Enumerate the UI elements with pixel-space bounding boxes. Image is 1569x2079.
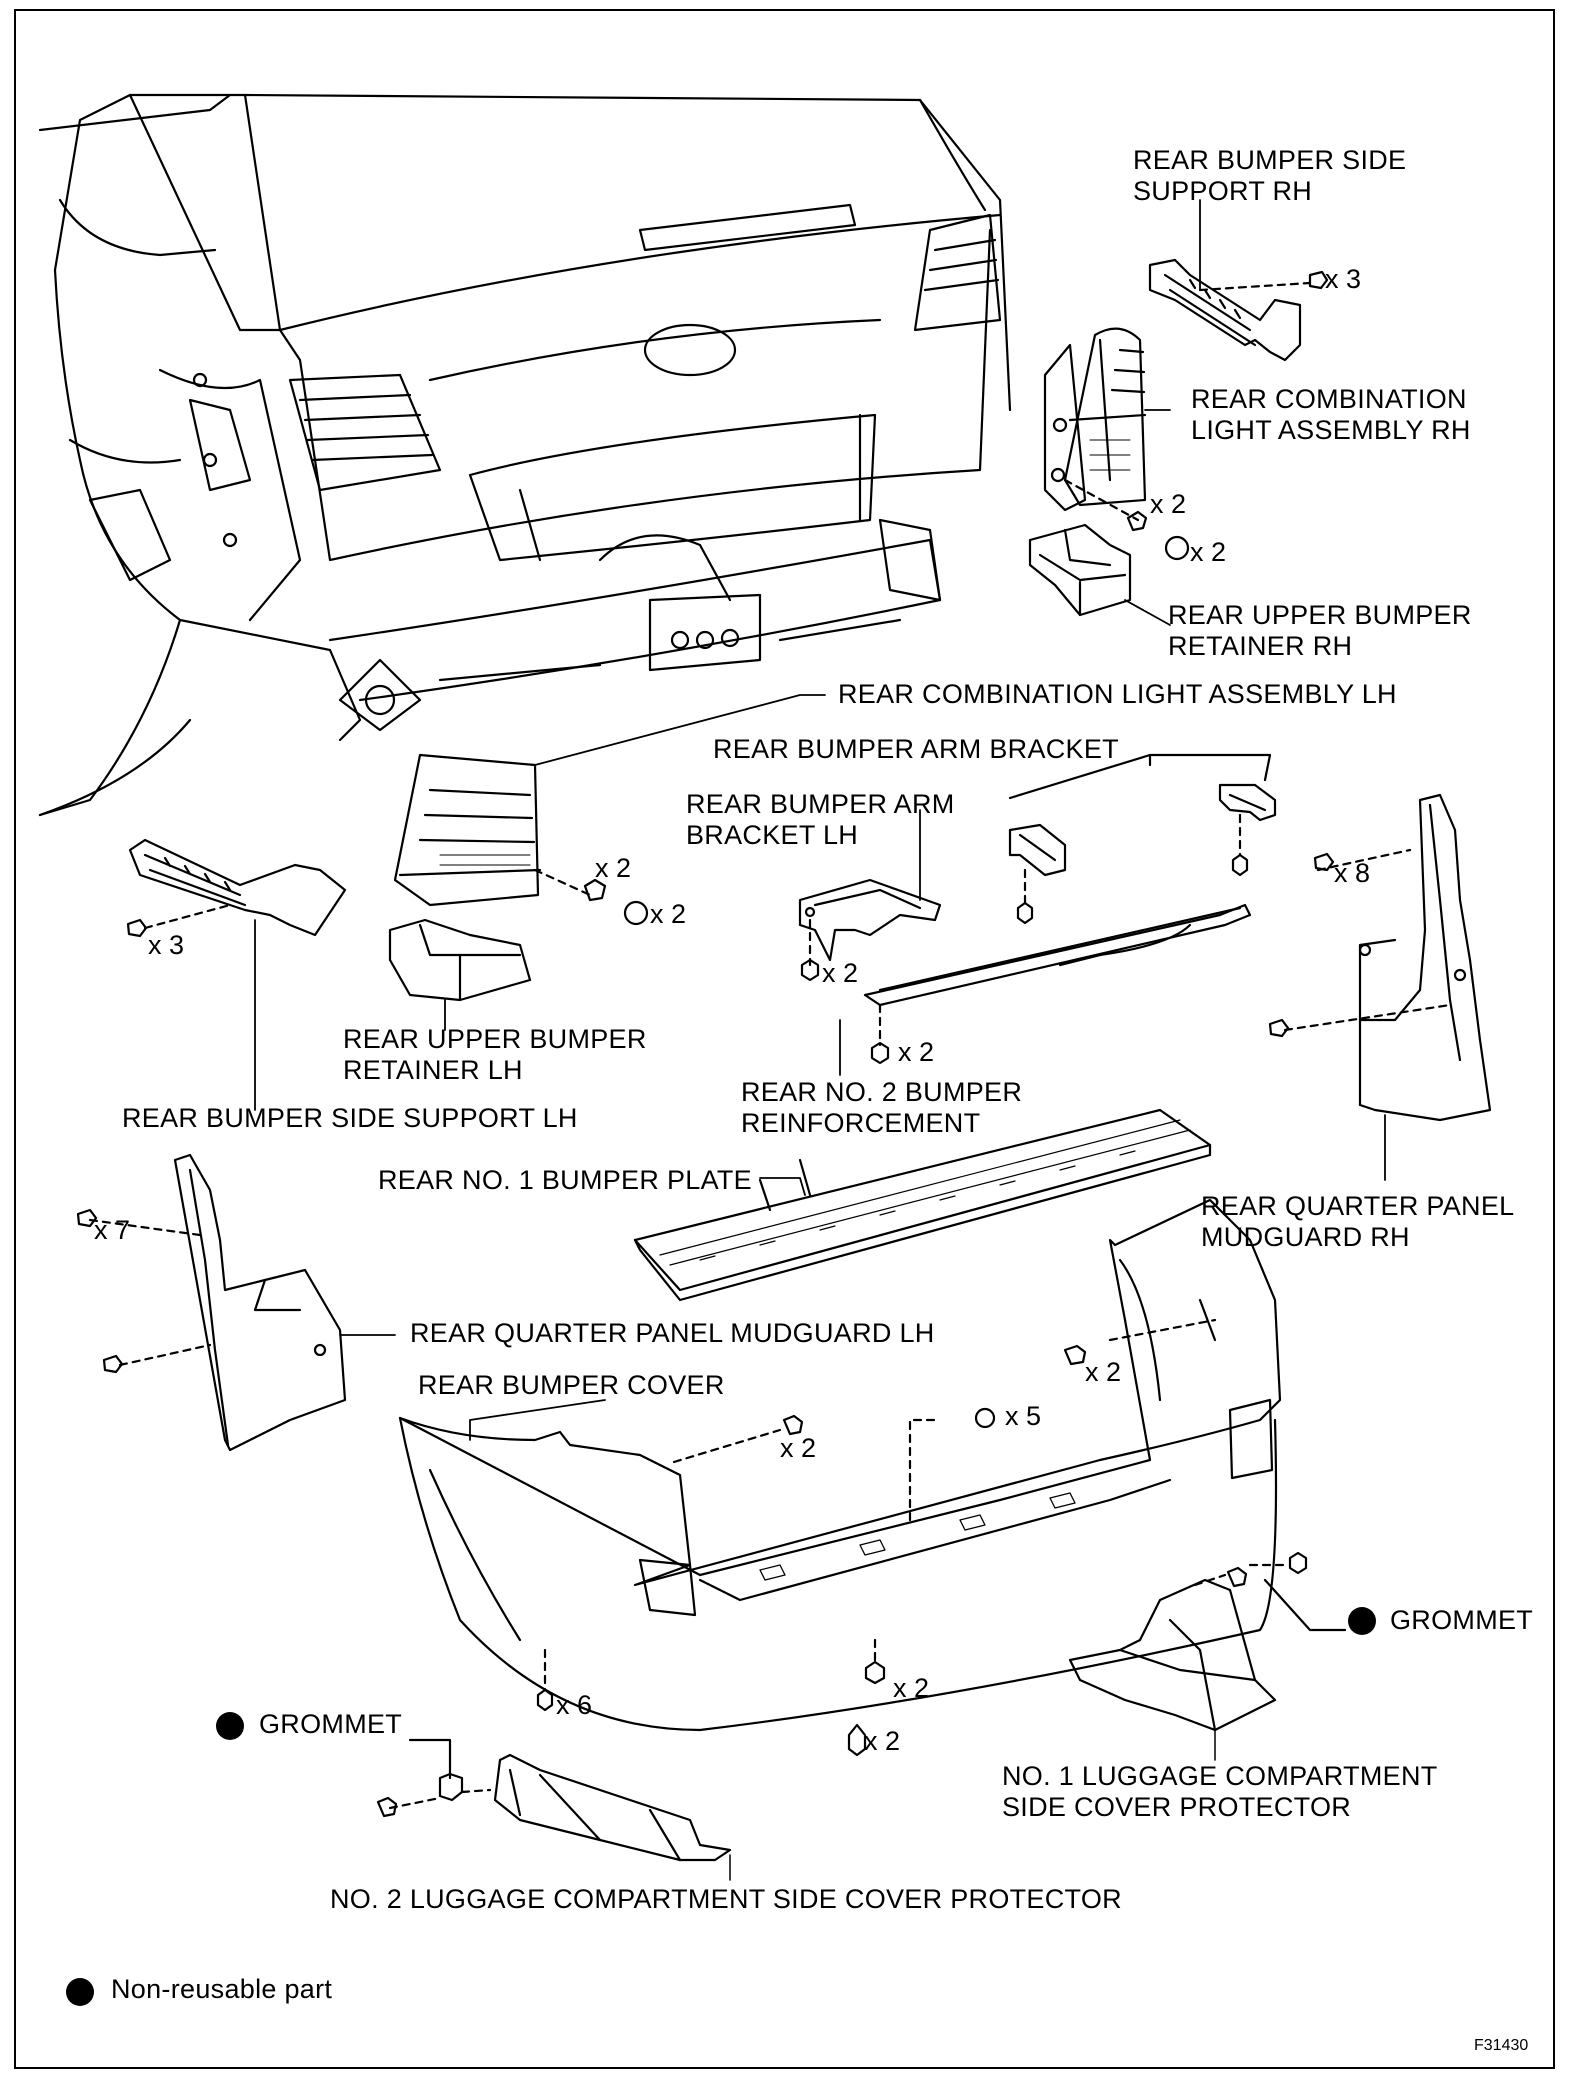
side-support-rh-part [1148, 258, 1329, 362]
qty-light-rh-screw: x 2 [1150, 489, 1187, 519]
mudguard-rh-part [1268, 793, 1492, 1122]
qty-cover-nut: x 5 [1005, 1401, 1042, 1431]
label-no2-protector: NO. 2 LUGGAGE COMPARTMENT SIDE COVER PRO… [330, 1884, 1122, 1914]
no1-plate-part [633, 1108, 1212, 1302]
label-no2-reinforcement-line2: REINFORCEMENT [741, 1108, 981, 1138]
qty-mudguard-lh: x 7 [94, 1215, 131, 1245]
qty-light-lh-ring: x 2 [650, 899, 687, 929]
label-comb-light-rh-line1: REAR COMBINATION [1191, 384, 1467, 414]
label-bumper-cover: REAR BUMPER COVER [418, 1370, 725, 1400]
no2-reinforcement-part [863, 903, 1252, 1065]
label-no1-protector: NO. 1 LUGGAGE COMPARTMENT SIDE COVER PRO… [1002, 1761, 1438, 1823]
arm-bracket-lh-part [798, 878, 942, 982]
label-mudguard-rh: REAR QUARTER PANEL MUDGUARD RH [1201, 1191, 1514, 1253]
qty-cover-clip-right: x 2 [1085, 1357, 1122, 1387]
label-arm-bracket: REAR BUMPER ARM BRACKET [713, 734, 1119, 764]
qty-mudguard-rh: x 8 [1334, 858, 1371, 888]
comb-light-lh-part [393, 753, 649, 926]
label-grommet-right: GROMMET [1390, 1605, 1534, 1635]
label-grommet-left: GROMMET [259, 1709, 403, 1739]
label-side-support-lh: REAR BUMPER SIDE SUPPORT LH [122, 1103, 578, 1133]
label-upper-retainer-lh-line2: RETAINER LH [343, 1055, 523, 1085]
label-comb-light-rh-line2: LIGHT ASSEMBLY RH [1191, 415, 1471, 445]
label-no1-protector-line2: SIDE COVER PROTECTOR [1002, 1792, 1352, 1822]
legend-text: Non-reusable part [111, 1974, 333, 2004]
figure-id: F31430 [1474, 2037, 1529, 2054]
qty-light-rh-ring: x 2 [1190, 537, 1227, 567]
legend-marker [66, 1978, 94, 2006]
label-arm-bracket-lh-line2: BRACKET LH [686, 820, 859, 850]
no1-protector-part [1068, 1551, 1347, 1761]
label-mudguard-rh-line2: MUDGUARD RH [1201, 1222, 1410, 1252]
diagram-frame [14, 9, 1555, 2069]
qty-support-lh: x 3 [148, 930, 185, 960]
mudguard-lh-part [76, 1153, 347, 1452]
label-no1-protector-line1: NO. 1 LUGGAGE COMPARTMENT [1002, 1761, 1438, 1791]
no2-protector-part [376, 1738, 732, 1881]
label-comb-light-lh: REAR COMBINATION LIGHT ASSEMBLY LH [838, 679, 1397, 709]
label-no1-plate: REAR NO. 1 BUMPER PLATE [378, 1165, 752, 1195]
label-comb-light-rh: REAR COMBINATION LIGHT ASSEMBLY RH [1191, 384, 1471, 446]
upper-retainer-rh-part [1028, 523, 1132, 617]
label-upper-retainer-rh: REAR UPPER BUMPER RETAINER RH [1168, 600, 1472, 662]
grommet-right-marker [1348, 1607, 1376, 1635]
comb-light-rh-part [1043, 327, 1190, 561]
label-arm-bracket-lh: REAR BUMPER ARM BRACKET LH [686, 789, 955, 851]
bumper-cover-part [398, 1198, 1282, 1757]
label-upper-retainer-rh-line2: RETAINER RH [1168, 631, 1353, 661]
label-upper-retainer-rh-line1: REAR UPPER BUMPER [1168, 600, 1472, 630]
label-no2-reinforcement-line1: REAR NO. 2 BUMPER [741, 1077, 1023, 1107]
qty-cover-bottom-b: x 2 [864, 1726, 901, 1756]
qty-cover-clip-left: x 2 [780, 1433, 817, 1463]
qty-bracket-lh: x 2 [822, 958, 859, 988]
label-side-support-rh-line1: REAR BUMPER SIDE [1133, 145, 1407, 175]
label-arm-bracket-lh-line1: REAR BUMPER ARM [686, 789, 955, 819]
label-side-support-rh-line2: SUPPORT RH [1133, 176, 1313, 206]
qty-cover-bottom-a: x 2 [893, 1673, 930, 1703]
side-support-lh-part [126, 838, 347, 938]
label-upper-retainer-lh-line1: REAR UPPER BUMPER [343, 1024, 647, 1054]
label-side-support-rh: REAR BUMPER SIDE SUPPORT RH [1133, 145, 1406, 207]
leader-lines [254, 199, 1386, 1631]
qty-cover-bottom-left: x 6 [556, 1690, 593, 1720]
label-mudguard-rh-line1: REAR QUARTER PANEL [1201, 1191, 1515, 1221]
label-upper-retainer-lh: REAR UPPER BUMPER RETAINER LH [343, 1024, 647, 1086]
label-mudguard-lh: REAR QUARTER PANEL MUDGUARD LH [410, 1318, 935, 1348]
qty-support-rh: x 3 [1325, 264, 1362, 294]
upper-retainer-lh-part [388, 918, 532, 1002]
label-no2-reinforcement: REAR NO. 2 BUMPER REINFORCEMENT [741, 1077, 1022, 1139]
grommet-left-marker [216, 1712, 244, 1740]
qty-reinforcement: x 2 [898, 1037, 935, 1067]
vehicle-rear-body [38, 93, 1012, 817]
arm-bracket-part [1008, 753, 1277, 925]
qty-light-lh-screw: x 2 [595, 853, 632, 883]
